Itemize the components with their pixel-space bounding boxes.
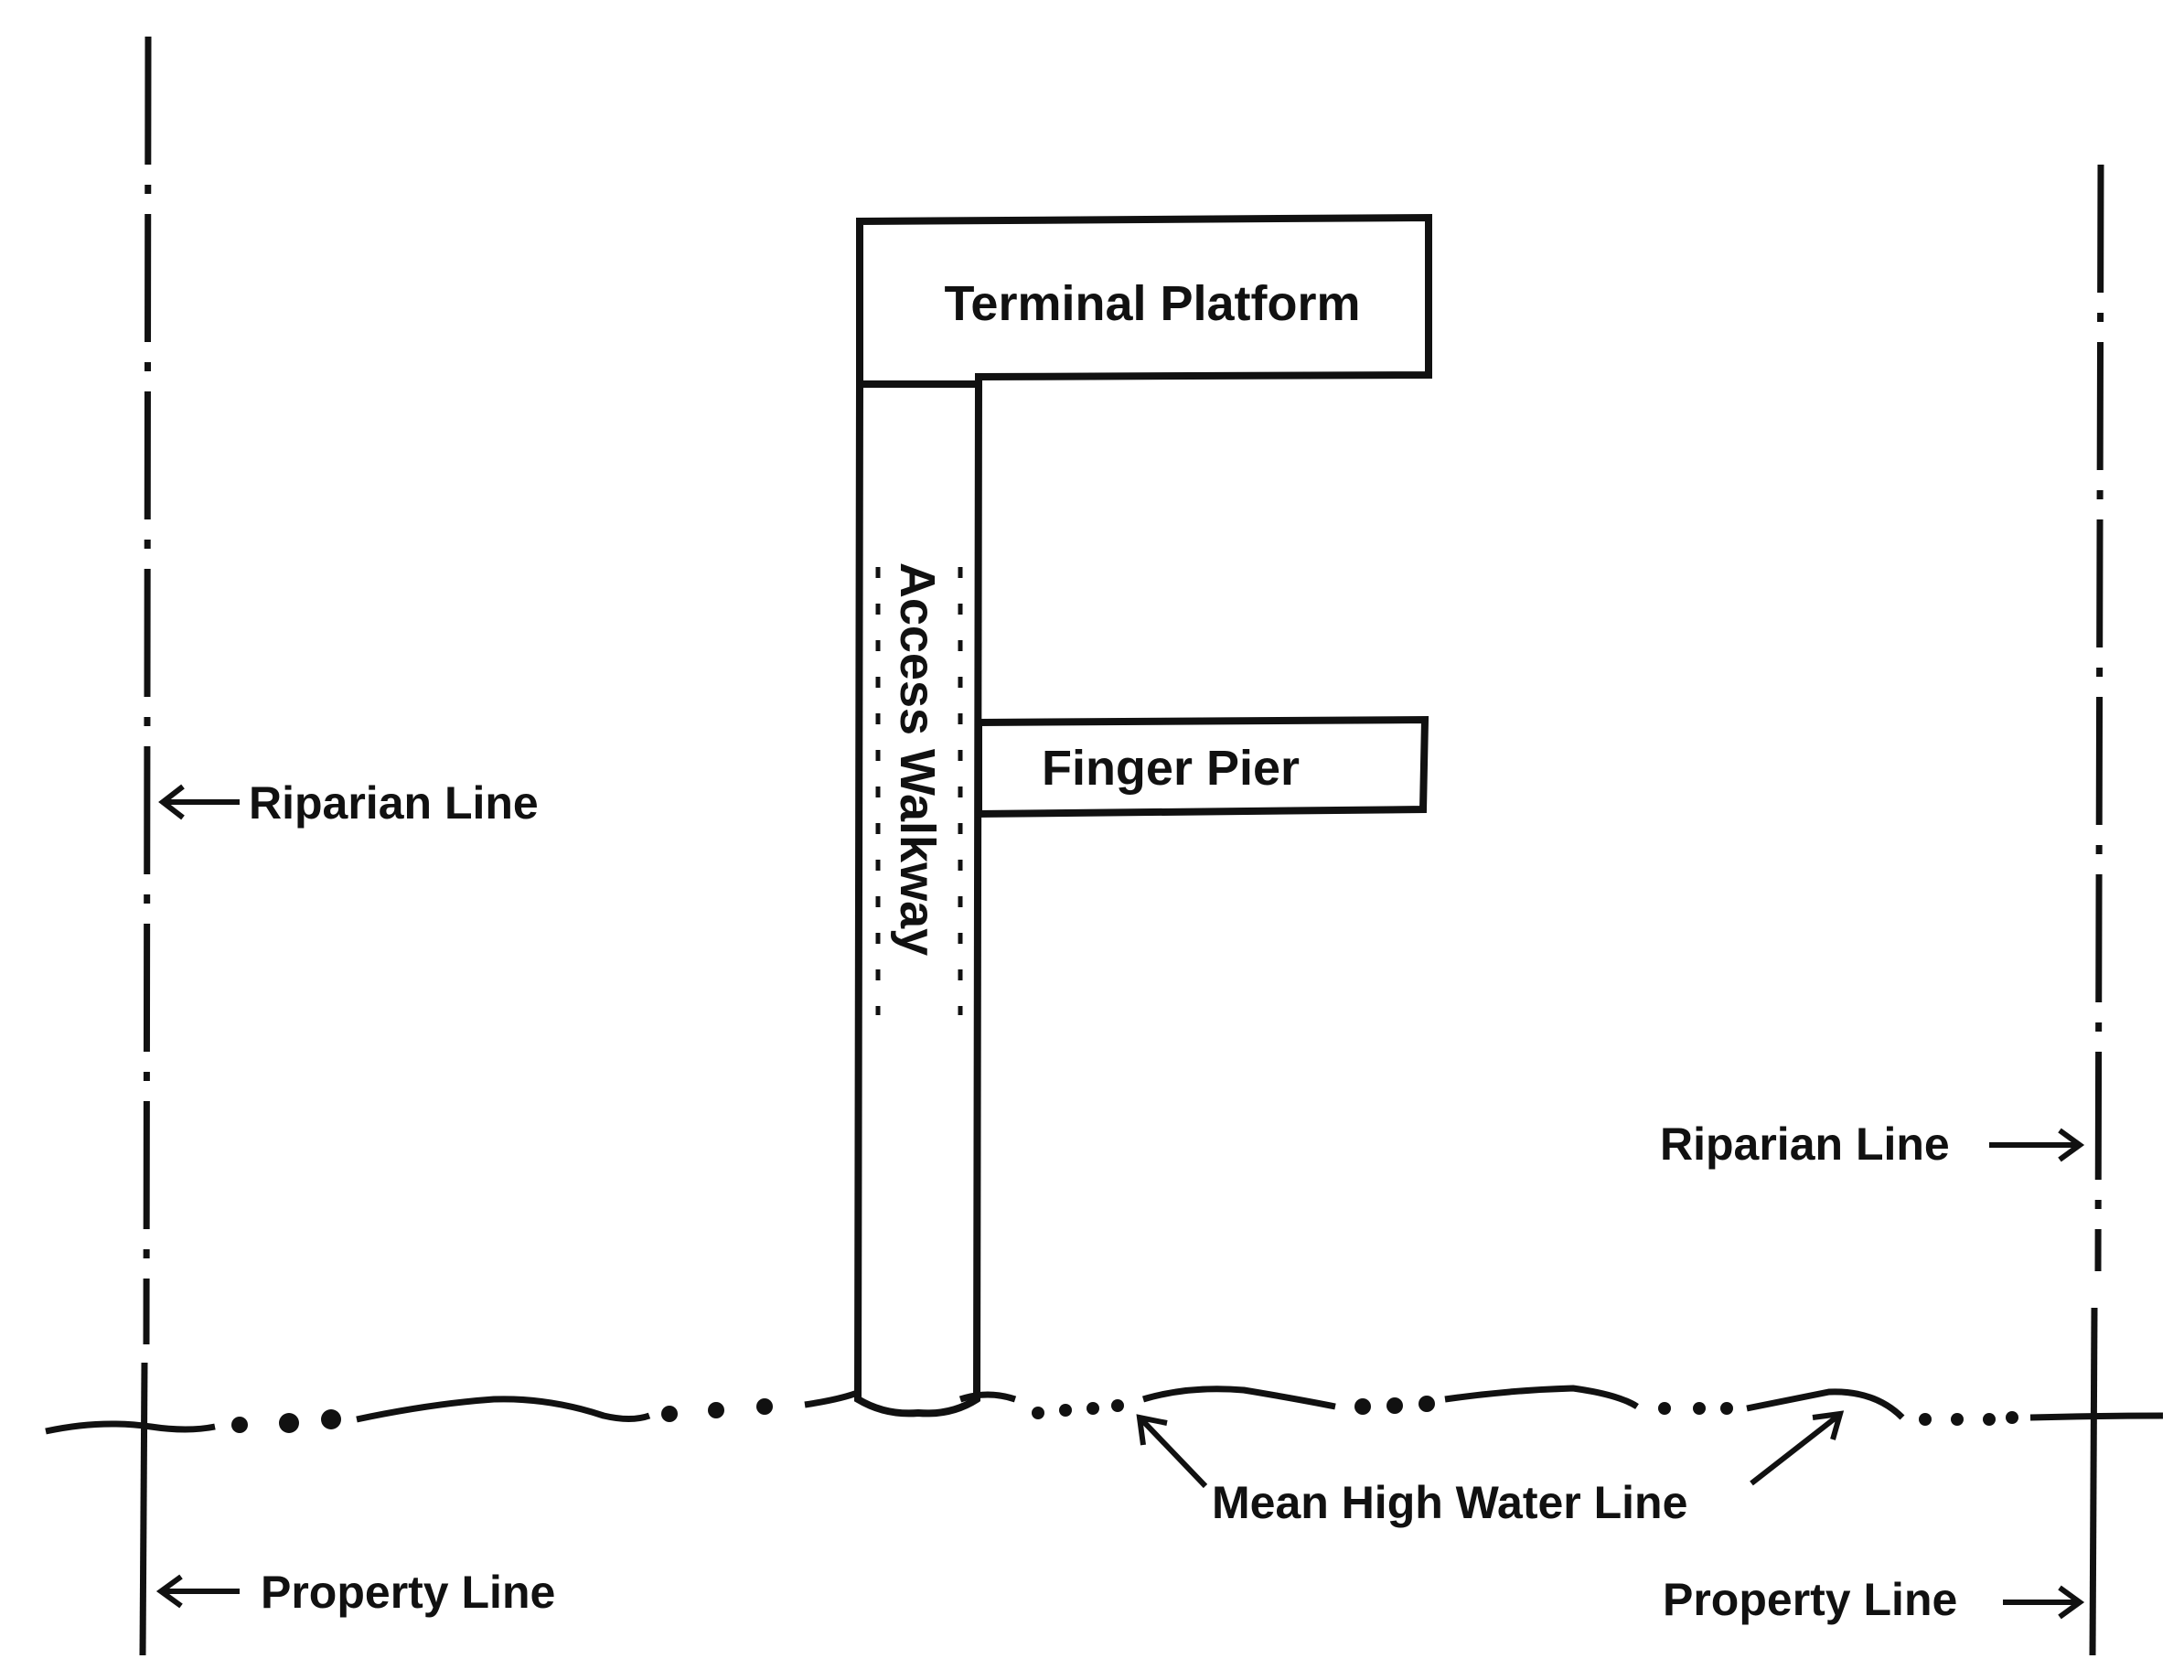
access-walkway-label: Access Walkway: [890, 562, 945, 956]
property-label-left: Property Line: [155, 1567, 555, 1618]
riparian-label-right: Riparian Line: [1660, 1118, 2085, 1170]
riparian-right-text: Riparian Line: [1660, 1118, 1950, 1170]
riparian-left-text: Riparian Line: [249, 777, 539, 829]
property-line-right: [2089, 1307, 2098, 1656]
riparian-label-left: Riparian Line: [158, 777, 539, 829]
access-walkway: Access Walkway: [853, 380, 983, 1418]
property-label-right: Property Line: [1663, 1574, 2085, 1625]
mean-high-water-line: [45, 1385, 2164, 1435]
property-right-text: Property Line: [1663, 1574, 1957, 1625]
mean-high-water-dots: [231, 1396, 2018, 1433]
terminal-platform: Terminal Platform: [856, 213, 1432, 388]
property-line-left: [139, 1362, 148, 1656]
terminal-platform-label: Terminal Platform: [944, 276, 1360, 331]
property-left-text: Property Line: [261, 1567, 555, 1618]
mean-high-water-text: Mean High Water Line: [1212, 1477, 1687, 1528]
riparian-line-left: [143, 36, 152, 1345]
finger-pier: Finger Pier: [975, 715, 1429, 819]
finger-pier-label: Finger Pier: [1042, 741, 1300, 796]
mean-high-water-label: Mean High Water Line: [1136, 1410, 1845, 1528]
riparian-line-right: [2094, 164, 2104, 1272]
